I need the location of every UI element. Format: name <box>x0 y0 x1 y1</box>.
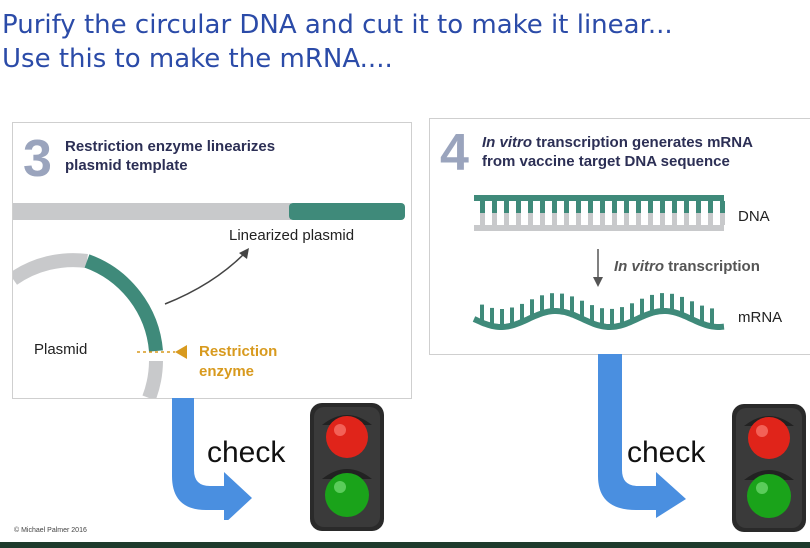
linearized-plasmid-label: Linearized plasmid <box>229 227 355 244</box>
left-traffic-light <box>308 401 386 538</box>
step-number-4: 4 <box>440 124 469 182</box>
panel3-title: Restriction enzyme linearizes plasmid te… <box>65 137 275 175</box>
mrna-strand <box>472 293 725 330</box>
linearization-panel: 3 Restriction enzyme linearizes plasmid … <box>12 122 412 399</box>
panel3-title-line-2: plasmid template <box>65 157 188 174</box>
restriction-enzyme-label-line-1: Restriction <box>199 343 278 360</box>
slide-title-line-2: Use this to make the mRNA.... <box>2 44 393 74</box>
left-process-arrow <box>172 398 252 520</box>
restriction-enzyme-arrowhead <box>175 345 187 359</box>
panel4-title-line-2: from vaccine target DNA sequence <box>482 153 730 170</box>
restriction-enzyme-label: Restriction enzyme <box>199 342 277 382</box>
in-vitro-transcription-label: In vitro transcription <box>614 258 760 275</box>
plasmid-ring-gray-top <box>13 253 88 285</box>
transcription-panel: 4 In vitro transcription generates mRNA … <box>429 118 810 355</box>
green-light-icon <box>747 474 791 518</box>
dna-double-strand <box>474 195 725 231</box>
transcription-rest: transcription <box>664 258 760 275</box>
red-light-icon <box>326 416 368 458</box>
right-check-label: check <box>627 436 706 469</box>
linearization-arrow <box>164 252 246 305</box>
transcription-diagram <box>472 195 725 330</box>
left-check-label: check <box>207 436 286 469</box>
transcription-arrow <box>593 249 603 287</box>
right-traffic-light <box>730 402 808 539</box>
mrna-label: mRNA <box>738 309 783 326</box>
dna-label: DNA <box>738 208 770 225</box>
plasmid-ring-gray-bottom <box>142 360 163 398</box>
panel3-title-line-1: Restriction enzyme linearizes <box>65 138 276 155</box>
panel4-title-rest: transcription generates mRNA <box>532 134 753 151</box>
panel4-title: In vitro transcription generates mRNA fr… <box>482 133 753 171</box>
copyright-notice: © Michael Palmer 2016 <box>14 527 87 534</box>
plasmid-ring-teal <box>84 254 163 352</box>
green-light-icon <box>325 473 369 517</box>
right-process-arrow <box>598 354 686 518</box>
panel4-title-line-1: In vitro transcription generates mRNA <box>482 133 753 152</box>
plasmid-label: Plasmid <box>34 341 88 358</box>
linearized-plasmid-bar <box>13 203 405 220</box>
transcription-italic: In vitro <box>614 258 665 275</box>
slide-title-line-1: Purify the circular DNA and cut it to ma… <box>2 10 673 40</box>
red-light-icon <box>748 417 790 459</box>
panel4-title-italic: In vitro <box>482 134 533 151</box>
step-number-3: 3 <box>23 130 52 188</box>
linearization-arrowhead <box>239 248 249 259</box>
linearization-diagram <box>13 203 405 398</box>
restriction-enzyme-label-line-2: enzyme <box>199 363 255 380</box>
footer-bar <box>0 542 810 548</box>
